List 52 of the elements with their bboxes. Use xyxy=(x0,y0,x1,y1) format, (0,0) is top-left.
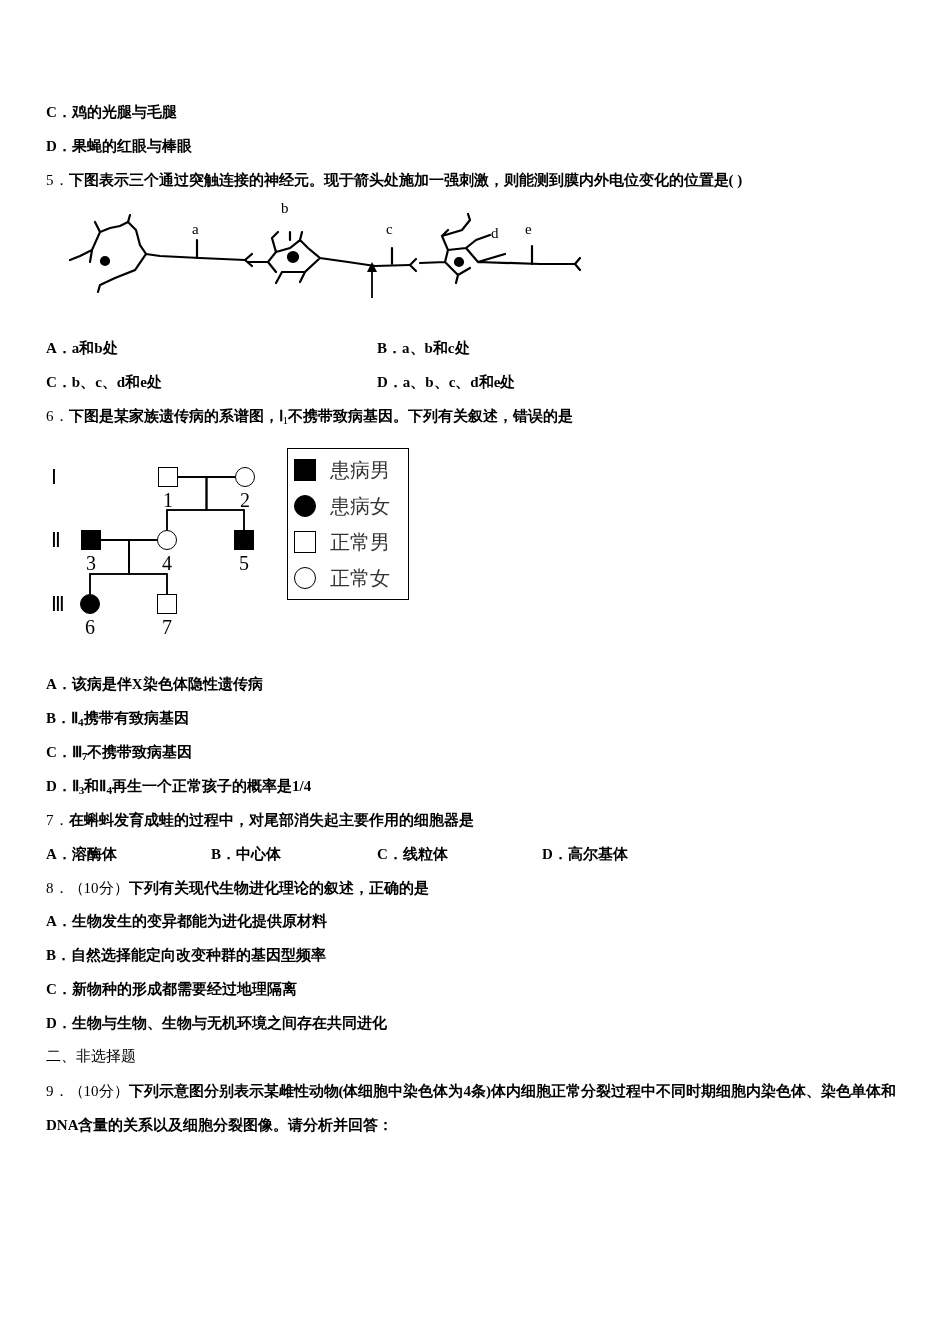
generation-label: Ⅰ xyxy=(51,465,57,490)
male-symbol xyxy=(157,594,177,614)
answer-option: B．Ⅱ$_{4}$携带有致病基因 xyxy=(46,707,189,729)
pedigree-line xyxy=(205,476,245,531)
individual-number: 3 xyxy=(85,552,97,574)
legend-label: 患病男 xyxy=(330,458,390,483)
answer-option: A．该病是伴X染色体隐性遗传病 xyxy=(46,673,263,695)
point-label: d xyxy=(491,224,499,242)
question-text: 9．（10分）下列示意图分别表示某雌性动物(体细胞中染色体为4条)体内细胞正常分裂过程中不同时期细胞内染色体、染色单体和DNA含量的关系以及细胞分裂图像。请分析并回答： xyxy=(46,1082,897,1135)
answer-option: C．鸡的光腿与毛腿 xyxy=(46,101,177,123)
question-text: 7．在蝌蚪发育成蛙的过程中，对尾部消失起主要作用的细胞器是 xyxy=(46,810,474,830)
answer-option: D．Ⅱ$_{3}$和Ⅱ$_{4}$再生一个正常孩子的概率是1/4 xyxy=(46,775,312,797)
generation-label: Ⅲ xyxy=(51,592,65,617)
answer-option: B．自然选择能定向改变种群的基因型频率 xyxy=(46,944,326,966)
pedigree-line xyxy=(128,539,168,595)
answer-option: B．a、b和c处 xyxy=(377,337,470,359)
answer-option: B．中心体 xyxy=(211,843,281,865)
female-symbol xyxy=(157,530,177,550)
point-label: e xyxy=(525,220,532,238)
answer-option: C．新物种的形成都需要经过地理隔离 xyxy=(46,978,297,1000)
legend-label: 正常女 xyxy=(330,566,390,591)
answer-option: D．a、b、c、d和e处 xyxy=(377,371,516,393)
female-symbol xyxy=(235,467,255,487)
answer-option: A．溶酶体 xyxy=(46,843,117,865)
generation-label: Ⅱ xyxy=(51,528,61,553)
question-text: 5．下图表示三个通过突触连接的神经元。现于箭头处施加一强刺激，则能测到膜内外电位变化的位置是( ) xyxy=(46,171,743,190)
female-symbol xyxy=(80,594,100,614)
legend-label: 患病女 xyxy=(330,494,390,519)
male-symbol xyxy=(158,467,178,487)
point-label: b xyxy=(281,199,289,217)
answer-option: C．Ⅲ$_{7}$不携带致病基因 xyxy=(46,741,193,763)
point-label: c xyxy=(386,220,393,238)
answer-option: A．生物发生的变异都能为进化提供原材料 xyxy=(46,910,327,932)
individual-number: 4 xyxy=(161,552,173,574)
legend-label: 正常男 xyxy=(330,530,390,555)
question-text: 6．下图是某家族遗传病的系谱图，Ⅰ$_{1}$不携带致病基因。下列有关叙述，错误的是 xyxy=(46,407,574,427)
individual-number: 2 xyxy=(239,489,251,511)
answer-option: C．b、c、d和e处 xyxy=(46,371,162,393)
point-label: a xyxy=(192,220,199,238)
answer-option: A．a和b处 xyxy=(46,337,118,359)
individual-number: 6 xyxy=(84,616,96,638)
individual-number: 5 xyxy=(238,552,250,574)
individual-number: 1 xyxy=(162,489,174,511)
male-symbol xyxy=(81,530,101,550)
question-text: 8．（10分）下列有关现代生物进化理论的叙述，正确的是 xyxy=(46,879,429,898)
individual-number: 7 xyxy=(161,616,173,638)
male-symbol xyxy=(234,530,254,550)
answer-option: D．果蝇的红眼与棒眼 xyxy=(46,135,192,157)
answer-option: C．线粒体 xyxy=(377,843,448,865)
section-heading: 二、非选择题 xyxy=(46,1047,136,1066)
answer-option: D．高尔基体 xyxy=(542,843,628,865)
answer-option: D．生物与生物、生物与无机环境之间存在共同进化 xyxy=(46,1012,387,1034)
